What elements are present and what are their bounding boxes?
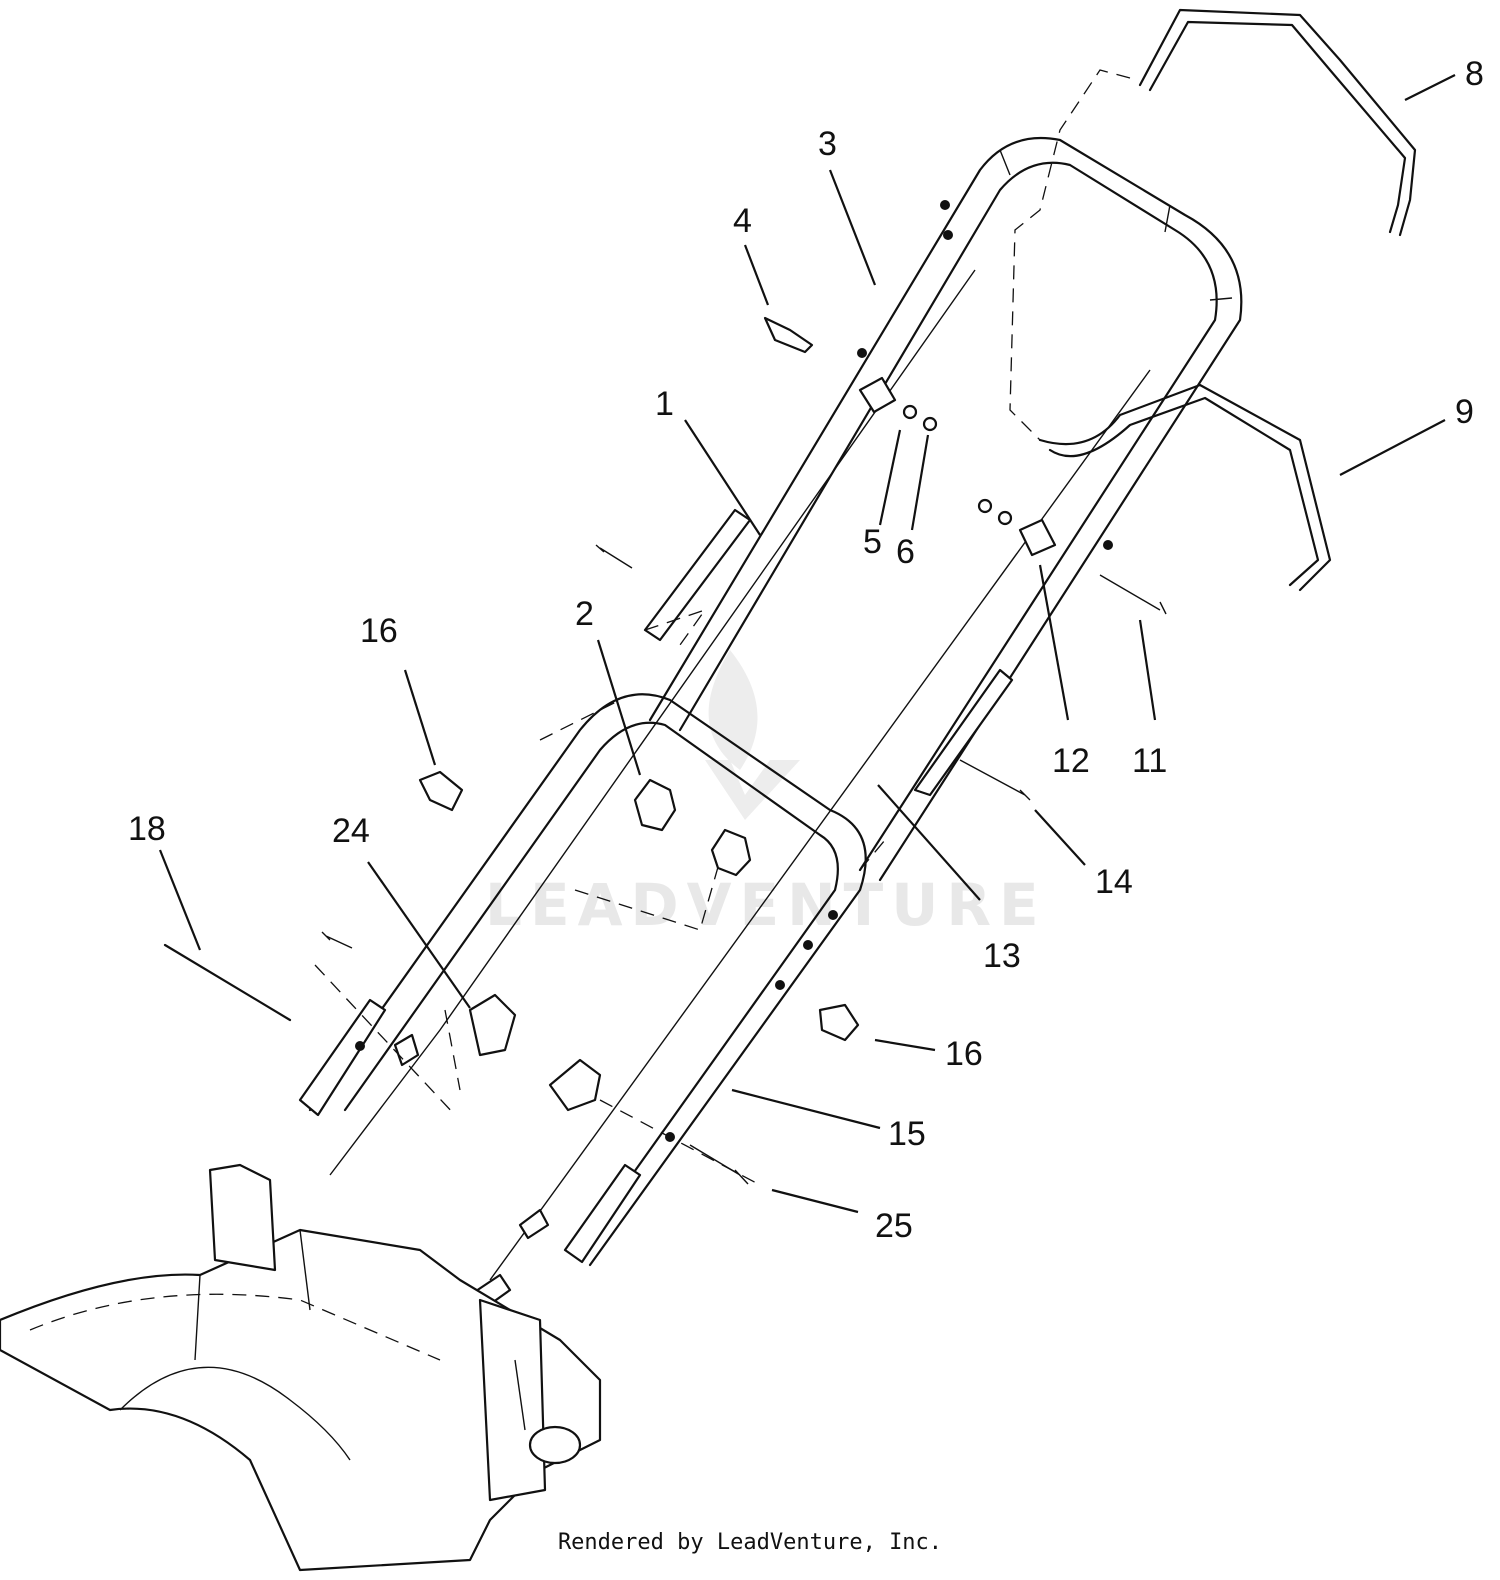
leader-lines: [158, 74, 1456, 1214]
cable-clip-12: [1018, 518, 1057, 557]
clip-16a: [418, 770, 464, 812]
callout-3: 3: [818, 125, 837, 163]
knob-mid: [710, 828, 752, 877]
callout-25: 25: [875, 1207, 913, 1245]
alignment-lines: [314, 699, 886, 1186]
callout-8: 8: [1465, 55, 1484, 93]
callout-5: 5: [863, 523, 882, 561]
callout-1: 1: [655, 385, 674, 423]
callout-6: 6: [896, 533, 915, 571]
bolt-14: [959, 759, 1031, 801]
fasteners: [163, 200, 1167, 1185]
callouts: 1 2 3 4 5 6 8 9 11 12 13 14 15 16 16 18 …: [128, 55, 1484, 1245]
mower-deck: [0, 1163, 602, 1572]
bolt-upper-left: [595, 544, 633, 569]
callout-9: 9: [1455, 393, 1474, 431]
knob-2: [633, 778, 677, 832]
upper-handle: [648, 136, 1243, 882]
callout-16-lower: 16: [945, 1035, 983, 1073]
callout-4: 4: [733, 202, 752, 240]
render-credit: Rendered by LeadVenture, Inc.: [557, 1530, 943, 1555]
callout-12: 12: [1052, 742, 1090, 780]
clip-16b: [818, 1003, 860, 1042]
bolt-11: [1099, 574, 1167, 615]
callout-24: 24: [332, 812, 370, 850]
watermark: LEADVENTURE: [485, 650, 1039, 939]
bracket-upper-right: [913, 668, 1014, 797]
knob-24: [468, 993, 517, 1057]
callout-2: 2: [575, 595, 594, 633]
bail-lever: [1038, 383, 1332, 592]
bolt-25: [689, 1144, 749, 1185]
knob-lower: [548, 1058, 602, 1112]
callout-14: 14: [1095, 863, 1133, 901]
lower-handle: [298, 693, 867, 1267]
callout-15: 15: [888, 1115, 926, 1153]
watermark-logo-icon: [705, 650, 800, 820]
bail-bar: [1009, 8, 1417, 441]
callout-11: 11: [1132, 742, 1167, 780]
rod-18: [163, 943, 292, 1022]
cable-end-4: [763, 316, 814, 354]
callout-13: 13: [983, 937, 1021, 975]
bolt-left: [321, 931, 353, 949]
callout-16-upper: 16: [360, 612, 398, 650]
callout-18: 18: [128, 810, 166, 848]
cable-clip-5: [858, 376, 897, 414]
